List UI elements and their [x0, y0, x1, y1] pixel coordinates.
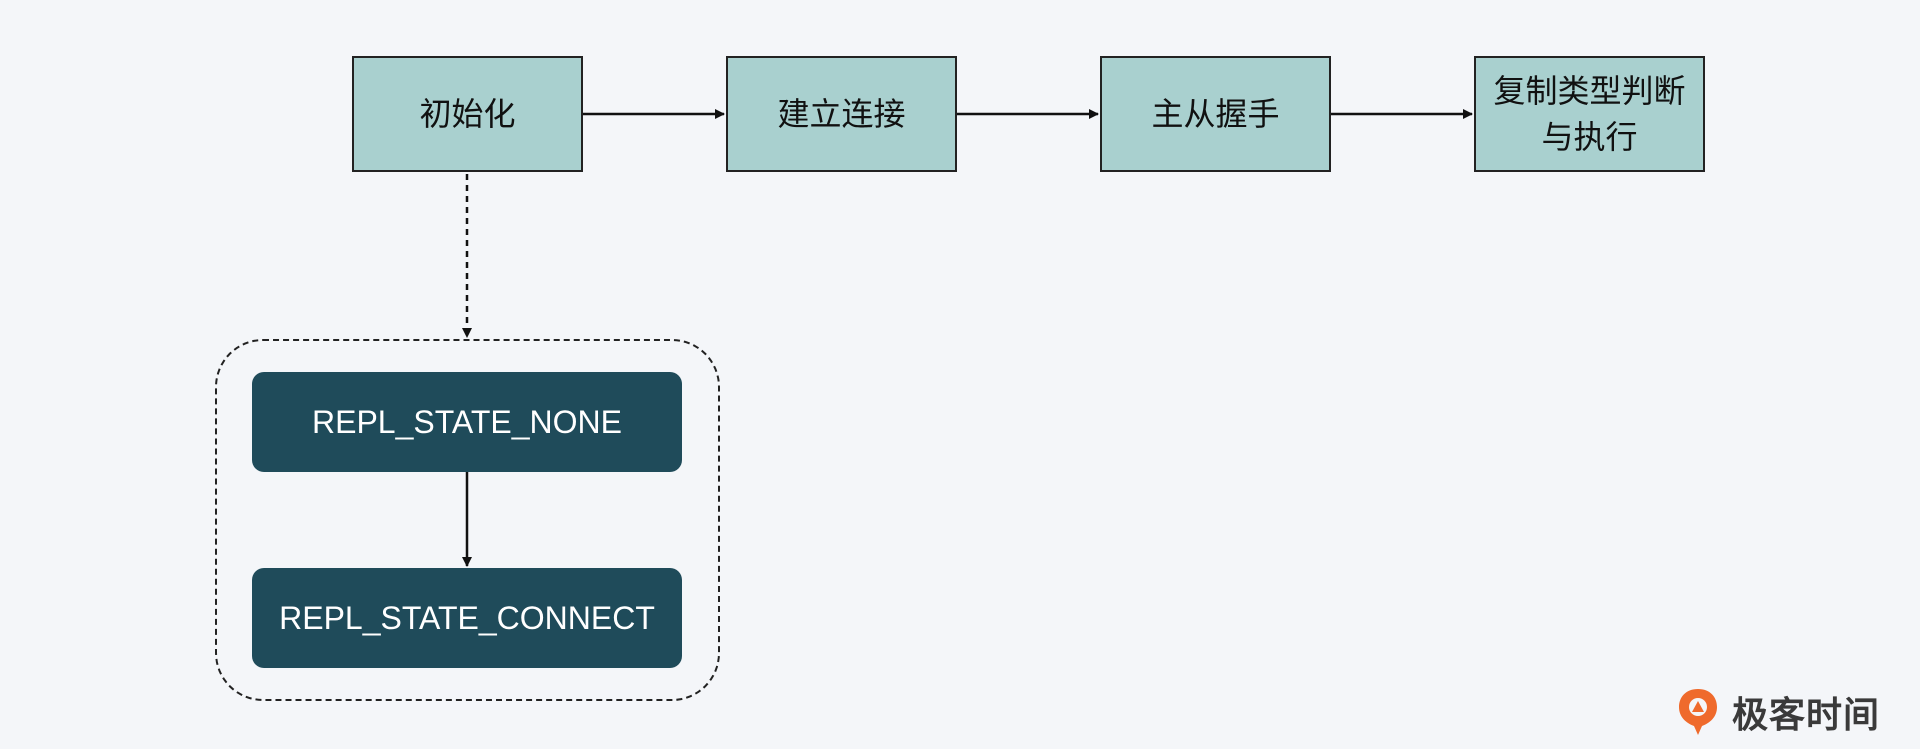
- init-states-group: [215, 339, 720, 701]
- state-repl-connect: REPL_STATE_CONNECT: [252, 568, 682, 668]
- brand-watermark: 极客时间: [1676, 684, 1880, 740]
- step-init: 初始化: [352, 56, 583, 172]
- geektime-logo-icon: [1679, 689, 1717, 735]
- step-master-slave-handshake: 主从握手: [1100, 56, 1331, 172]
- step-establish-connection: 建立连接: [726, 56, 957, 172]
- state-repl-none: REPL_STATE_NONE: [252, 372, 682, 472]
- brand-name: 极客时间: [1732, 695, 1881, 736]
- step-replication-type-and-execute: 复制类型判断 与执行: [1474, 56, 1705, 172]
